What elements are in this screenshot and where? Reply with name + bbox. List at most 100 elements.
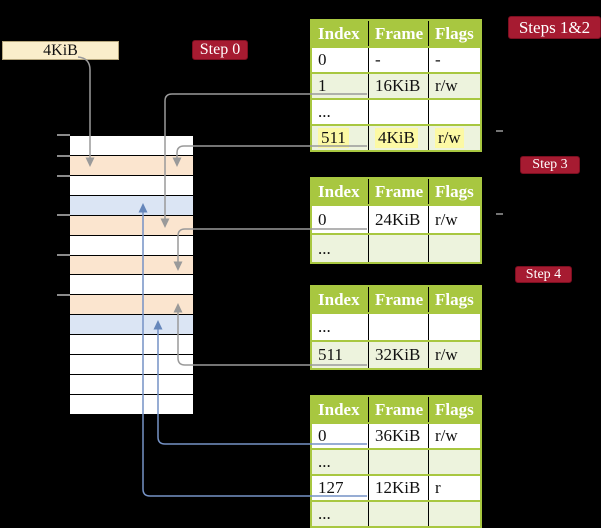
- col-header-index: Index: [318, 289, 360, 309]
- steps-1-2-label: Steps 1&2: [518, 17, 591, 37]
- memory-tick: [57, 175, 70, 177]
- step-0-label: Step 0: [199, 41, 241, 58]
- table-row-ellipsis: ...: [312, 312, 480, 340]
- memory-frame-row-peach: [70, 155, 193, 176]
- table-cell: [428, 314, 480, 340]
- table-cell: -: [368, 48, 428, 72]
- col-header-index: Index: [318, 23, 360, 43]
- col-header-frame: Frame: [368, 21, 428, 46]
- table-cell: r/w: [428, 424, 480, 448]
- table-cell: r/w: [428, 74, 480, 98]
- table-cell: 0: [318, 426, 327, 445]
- col-header-frame: Frame: [368, 287, 428, 312]
- highlighted-value: 511: [318, 128, 349, 148]
- table-cell: [428, 450, 480, 474]
- table-cell: [368, 235, 428, 262]
- table-cell: -: [428, 48, 480, 72]
- col-header-flags: Flags: [428, 21, 480, 46]
- memory-frame-row-peach: [70, 215, 193, 236]
- table-row-ellipsis: ...: [312, 500, 480, 526]
- step-0-badge: Step 0: [192, 40, 248, 60]
- memory-tick: [57, 254, 70, 256]
- table-row-1: 1 16KiB r/w: [312, 72, 480, 98]
- memory-frame-row-white: [70, 175, 193, 196]
- highlighted-value: r/w: [435, 128, 464, 148]
- table-cell: 36KiB: [368, 424, 428, 448]
- table-row-0: 0 36KiB r/w: [312, 422, 480, 448]
- table-cell: 0: [318, 50, 327, 69]
- table-row-511-highlighted: 511 4KiB r/w: [312, 124, 480, 150]
- table-row-0: 0 - -: [312, 46, 480, 72]
- col-header-frame: Frame: [368, 179, 428, 204]
- memory-tick: [57, 214, 70, 216]
- col-header-index: Index: [318, 399, 360, 419]
- steps-1-2-badge: Steps 1&2: [508, 16, 601, 39]
- memory-frame-row-white: [70, 235, 193, 256]
- step-3-badge: Step 3: [520, 156, 580, 174]
- col-header-flags: Flags: [428, 287, 480, 312]
- table-header-row: Index Frame Flags: [312, 179, 480, 204]
- table-cell: r/w: [428, 126, 480, 150]
- memory-tick: [57, 155, 70, 157]
- memory-frame-row-white: [70, 355, 193, 376]
- table-header-row: Index Frame Flags: [312, 21, 480, 46]
- table-cell: ...: [318, 102, 331, 121]
- table-cell: 32KiB: [368, 342, 428, 368]
- page-table-level1: Index Frame Flags 0 24KiB r/w ...: [310, 177, 482, 264]
- col-header-flags: Flags: [428, 179, 480, 204]
- memory-frame-row-white: [70, 335, 193, 356]
- memory-frame-row-white: [70, 394, 193, 414]
- table-cell: 4KiB: [368, 126, 428, 150]
- memory-tick: [57, 294, 70, 296]
- col-header-frame: Frame: [368, 397, 428, 422]
- table-cell: r: [428, 476, 480, 500]
- col-header-flags: Flags: [428, 397, 480, 422]
- table-cell: [428, 100, 480, 124]
- memory-frame-row-white: [70, 375, 193, 395]
- memory-frame-row-white: [70, 136, 193, 156]
- table-row-ellipsis: ...: [312, 448, 480, 474]
- table-cell: r/w: [428, 206, 480, 233]
- col-header-index: Index: [318, 181, 360, 201]
- table-row-ellipsis: ...: [312, 98, 480, 124]
- table-header-row: Index Frame Flags: [312, 287, 480, 312]
- memory-tick: [57, 134, 70, 136]
- table-row-0: 0 24KiB r/w: [312, 204, 480, 233]
- table-cell: r/w: [428, 342, 480, 368]
- table-cell: ...: [318, 504, 331, 523]
- memory-frame-row-white: [70, 275, 193, 296]
- memory-frame-row-peach: [70, 255, 193, 276]
- table-row-ellipsis: ...: [312, 233, 480, 262]
- table-cell: [368, 314, 428, 340]
- table-cell: ...: [318, 238, 331, 258]
- table-cell: [428, 235, 480, 262]
- page-table-level3: Index Frame Flags 0 36KiB r/w ... 127 12…: [310, 395, 482, 528]
- page-table-level0: Index Frame Flags 0 - - 1 16KiB r/w ... …: [310, 19, 482, 152]
- table-cell: 16KiB: [368, 74, 428, 98]
- table-cell: [368, 100, 428, 124]
- table-cell: 511: [312, 126, 368, 150]
- table-row-127: 127 12KiB r: [312, 474, 480, 500]
- memory-frame-row-peach: [70, 295, 193, 316]
- memory-column: [70, 136, 193, 414]
- table-cell: ...: [318, 317, 331, 336]
- memory-frame-row-blue: [70, 195, 193, 216]
- step-4-label: Step 4: [525, 266, 562, 282]
- table-cell: 12KiB: [368, 476, 428, 500]
- highlighted-value: 4KiB: [375, 128, 418, 148]
- memory-frame-row-blue: [70, 315, 193, 336]
- table-cell: ...: [318, 452, 331, 471]
- step-4-badge: Step 4: [515, 266, 572, 283]
- frame-size-legend-box: 4KiB: [2, 41, 119, 60]
- table-cell: [368, 502, 428, 526]
- table-cell: 24KiB: [368, 206, 428, 233]
- table-cell: 1: [318, 76, 327, 95]
- table-cell: 0: [318, 209, 327, 229]
- table-header-row: Index Frame Flags: [312, 397, 480, 422]
- frame-size-label: 4KiB: [43, 41, 78, 59]
- table-cell: 511: [318, 345, 343, 364]
- table-row-511: 511 32KiB r/w: [312, 340, 480, 368]
- page-table-level2: Index Frame Flags ... 511 32KiB r/w: [310, 285, 482, 370]
- table-cell: [428, 502, 480, 526]
